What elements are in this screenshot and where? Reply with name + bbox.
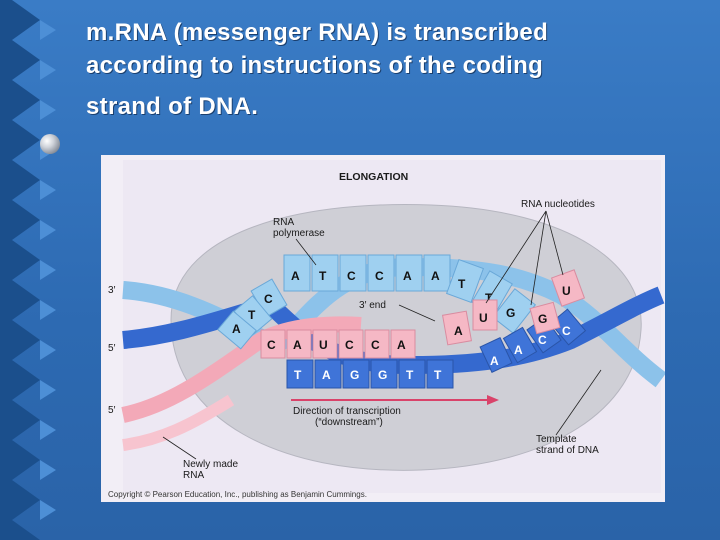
template-base: C	[538, 333, 547, 347]
rna-polymerase-label-line2: polymerase	[273, 228, 325, 239]
border-triangle	[40, 220, 56, 240]
border-triangle	[40, 380, 56, 400]
elongation-figure: ELONGATION A T C C A A T T	[101, 155, 665, 502]
direction-label-line1: Direction of transcription	[293, 406, 401, 417]
coding-base: T	[319, 269, 327, 283]
rna-nucleotides-pointer-3	[545, 210, 564, 276]
template-base: T	[406, 368, 414, 382]
three-prime-top-label: 3′	[108, 285, 116, 296]
template-base: A	[514, 343, 523, 357]
border-triangle	[40, 60, 56, 80]
rna-base: C	[371, 338, 380, 352]
border-triangle	[12, 0, 40, 40]
direction-label-line2: (“downstream”)	[315, 417, 383, 428]
border-triangle	[12, 160, 40, 200]
five-prime-bottom-label: 5′	[108, 405, 116, 416]
rna-base: A	[397, 338, 406, 352]
bullet-sphere-icon	[40, 134, 60, 154]
border-triangle	[12, 480, 40, 520]
three-prime-end-pointer	[398, 304, 436, 322]
template-bases: T A G G T T	[286, 359, 454, 389]
border-triangle	[40, 260, 56, 280]
border-triangle	[40, 500, 56, 520]
border-triangle	[12, 320, 40, 360]
nucleotide-base: U	[479, 311, 488, 325]
border-triangle	[40, 300, 56, 320]
coding-base: A	[291, 269, 300, 283]
coding-base: A	[431, 269, 440, 283]
figure-heading: ELONGATION	[339, 171, 408, 183]
coding-base: C	[375, 269, 384, 283]
new-rna-pointer	[162, 436, 197, 460]
border-triangle	[12, 440, 40, 480]
border-triangle	[12, 200, 40, 240]
rna-polymerase-pointer	[295, 238, 317, 266]
template-label-line2: strand of DNA	[536, 445, 599, 456]
border-triangle	[12, 400, 40, 440]
border-triangle	[40, 420, 56, 440]
title-line-1: m.RNA (messenger RNA) is transcribed	[86, 19, 549, 46]
border-triangle	[40, 460, 56, 480]
rna-base: A	[293, 338, 302, 352]
rna-nucleotides-label: RNA nucleotides	[521, 199, 595, 210]
triangle-border-decoration	[0, 0, 56, 540]
coding-base: T	[458, 277, 466, 291]
rna-nucleotides-pointer-2	[530, 210, 547, 306]
new-rna-label-line1: Newly made	[183, 459, 238, 470]
border-triangle	[12, 120, 40, 160]
five-prime-mid-label: 5′	[108, 343, 116, 354]
template-base: T	[294, 368, 302, 382]
new-rna-label-line2: RNA	[183, 470, 204, 481]
border-triangle	[12, 280, 40, 320]
rna-nucleotides-pointer-1	[485, 210, 547, 304]
slide-title: m.RNA (messenger RNA) is transcribed acc…	[86, 16, 696, 123]
elongation-diagram: ELONGATION A T C C A A T T	[108, 160, 665, 493]
figure-copyright: Copyright © Pearson Education, Inc., pub…	[108, 490, 367, 499]
coding-base: G	[506, 306, 515, 320]
template-pointer	[555, 369, 602, 436]
template-base: A	[490, 354, 499, 368]
nucleotide-base: A	[454, 324, 463, 338]
incoming-nucleotides: A U U G	[441, 269, 586, 346]
border-triangle	[40, 20, 56, 40]
template-base: T	[434, 368, 442, 382]
border-triangle	[40, 100, 56, 120]
nucleotide-base: G	[538, 312, 547, 326]
template-base: C	[562, 324, 571, 338]
border-triangle	[12, 80, 40, 120]
border-triangle	[12, 360, 40, 400]
border-triangle	[12, 520, 40, 540]
border-triangle	[40, 340, 56, 360]
nucleotide-base: U	[562, 284, 571, 298]
coding-base: C	[347, 269, 356, 283]
title-line-3: strand of DNA.	[86, 93, 259, 120]
title-line-2: according to instructions of the coding	[86, 52, 544, 79]
coding-base: C	[264, 292, 273, 306]
direction-arrow-head	[487, 395, 499, 405]
template-label-line1: Template	[536, 434, 577, 445]
coding-base: A	[232, 322, 241, 336]
template-base: A	[322, 368, 331, 382]
rna-strand-tail	[122, 394, 235, 451]
rna-base: C	[267, 338, 276, 352]
rna-polymerase-label-line1: RNA	[273, 217, 294, 228]
border-triangle	[12, 240, 40, 280]
rna-base: U	[319, 338, 328, 352]
border-triangle	[12, 40, 40, 80]
coding-left-bases: C T A	[217, 278, 288, 350]
border-triangle	[40, 180, 56, 200]
rna-base: C	[345, 338, 354, 352]
three-prime-end-label: 3′ end	[359, 300, 386, 311]
template-base: G	[350, 368, 359, 382]
template-base: G	[378, 368, 387, 382]
coding-base: T	[248, 308, 256, 322]
coding-bases: A T C C A A T T G	[283, 254, 537, 334]
coding-base: A	[403, 269, 412, 283]
rna-bases: C A U C C A	[260, 329, 416, 359]
